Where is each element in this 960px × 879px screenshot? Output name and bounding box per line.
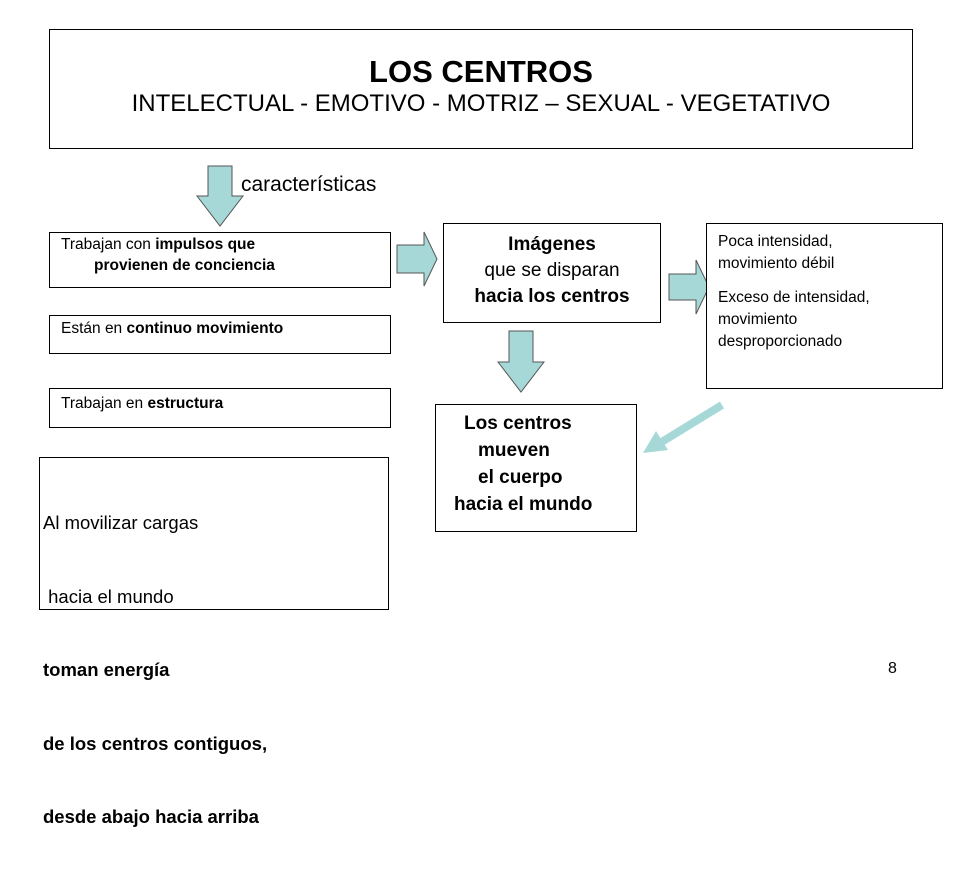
imagenes-box: Imágenes que se disparan hacia los centr… [443, 223, 661, 323]
imagenes-line2: que se disparan [484, 260, 620, 281]
impulsos-box: Trabajan con impulsos que provienen de c… [49, 232, 391, 288]
intensidad-line2: movimiento débil [718, 255, 835, 272]
intensidad-line3: Exceso de intensidad, [718, 289, 870, 306]
centros-box: Los centros mueven el cuerpo hacia el mu… [435, 404, 637, 532]
impulsos-bold2: provienen de conciencia [94, 257, 275, 274]
impulsos-pre: Trabajan con [61, 236, 156, 253]
down-arrow-to-centros [496, 330, 546, 393]
intensidad-line5: desproporcionado [718, 333, 843, 350]
centros-line1: Los centros [464, 413, 572, 434]
right-arrow-to-imagenes [396, 231, 438, 287]
right-arrow-to-intensidad [668, 259, 710, 315]
centros-line4: hacia el mundo [454, 494, 593, 515]
title-main: LOS CENTROS [369, 54, 593, 89]
cargas-line3: toman energía [43, 659, 170, 680]
cargas-line5: desde abajo hacia arriba [43, 806, 259, 827]
estructura-box: Trabajan en estructura [49, 388, 391, 428]
cargas-line4: de los centros contiguos, [43, 732, 268, 754]
imagenes-line1: Imágenes [508, 234, 596, 255]
title-box: LOS CENTROS INTELECTUAL - EMOTIVO - MOTR… [49, 29, 913, 149]
title-subtitle: INTELECTUAL - EMOTIVO - MOTRIZ – SEXUAL … [131, 90, 831, 117]
page-number: 8 [888, 660, 897, 677]
cargas-box: Al movilizar cargas hacia el mundo toman… [39, 457, 389, 827]
centros-line3: el cuerpo [478, 467, 563, 488]
cargas-line2: hacia el mundo [43, 585, 174, 607]
movimiento-bold: continuo movimiento [126, 320, 284, 337]
caracteristicas-label: características [241, 173, 377, 196]
intensidad-box: Poca intensidad, movimiento débil Exceso… [706, 223, 943, 389]
estructura-bold: estructura [147, 395, 224, 412]
centros-line2: mueven [478, 440, 550, 461]
intensidad-line1: Poca intensidad, [718, 233, 833, 250]
down-arrow-caracteristicas [195, 165, 245, 227]
arrows-layer [195, 165, 725, 453]
impulsos-bold1: impulsos que [155, 236, 256, 253]
estructura-pre: Trabajan en [61, 395, 148, 412]
diagonal-arrow-to-centros [643, 401, 725, 453]
imagenes-line3: hacia los centros [474, 286, 630, 307]
cargas-line1: Al movilizar cargas [43, 512, 199, 533]
intensidad-line4: movimiento [718, 311, 798, 328]
movimiento-pre: Están en [61, 320, 127, 337]
movimiento-box: Están en continuo movimiento [49, 315, 391, 354]
